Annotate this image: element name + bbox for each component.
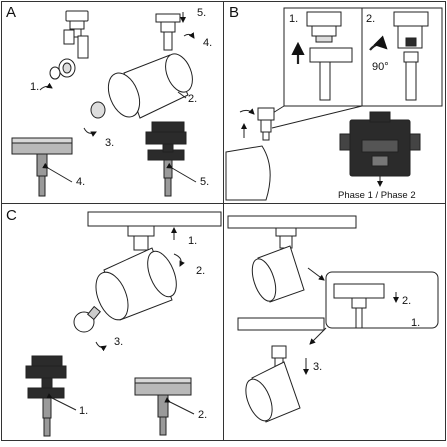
adapter-grey-c	[134, 377, 192, 436]
label-c-1-top: 1.	[188, 235, 198, 247]
spotlight-partial-b	[225, 145, 271, 201]
label-d-1: 1.	[411, 317, 421, 329]
label-a-3: 3.	[105, 137, 115, 149]
panel-letter-a: A	[6, 4, 17, 21]
panel-a	[11, 10, 197, 197]
detail-1-adapter	[291, 11, 353, 101]
adapter-dark-bottom	[145, 121, 187, 197]
track-rail-c	[87, 211, 222, 227]
spotlight-d-top	[251, 245, 305, 303]
detail-2-adapter	[369, 11, 429, 101]
label-a-1: 1.	[30, 81, 40, 93]
spotlight-cylinder-c	[95, 247, 177, 321]
track-adapter-top	[63, 10, 89, 59]
lamp-adapter-b	[257, 107, 275, 141]
label-d-3: 3.	[313, 361, 323, 373]
label-c-2-bottom: 2.	[198, 409, 208, 421]
track-rail-d-top	[227, 215, 357, 229]
phase-caption: Phase 1 / Phase 2	[338, 190, 416, 201]
panel-c	[25, 211, 222, 437]
label-d-2: 2.	[402, 295, 412, 307]
adapter-dark-c	[25, 355, 67, 437]
panel-frames	[1, 1, 446, 441]
label-a-4-top: 4.	[203, 37, 213, 49]
label-c-1-bottom: 1.	[79, 405, 89, 417]
label-b-1: 1.	[289, 13, 299, 25]
panel-letter-c: C	[6, 207, 17, 224]
panel-letter-b: B	[229, 4, 240, 21]
label-a-2: 2.	[188, 93, 198, 105]
panel-b	[225, 7, 443, 201]
lamp-socket-parts	[49, 58, 76, 80]
detail-box-d	[325, 271, 439, 329]
track-rail-d-bottom	[237, 317, 325, 331]
label-b-90: 90°	[372, 61, 389, 73]
track-adapter-c	[127, 225, 155, 251]
spotlight-cylinder	[107, 53, 193, 119]
label-a-5-top: 5.	[197, 7, 207, 19]
panel-d	[227, 215, 439, 423]
label-c-2-top: 2.	[196, 265, 206, 277]
label-a-4-bottom: 4.	[76, 176, 86, 188]
bulb-c	[73, 305, 101, 333]
label-c-3: 3.	[114, 336, 124, 348]
adapter-photo-b	[339, 111, 421, 177]
label-b-2: 2.	[366, 13, 376, 25]
rotate-arrow-1	[39, 82, 53, 91]
track-adapter-small	[155, 13, 181, 51]
label-a-5-bottom: 5.	[200, 176, 210, 188]
ring-part	[90, 101, 106, 119]
spotlight-d-bottom	[245, 345, 301, 423]
adapter-grey-bottom	[11, 137, 73, 197]
track-adapter-d-top	[275, 227, 297, 249]
